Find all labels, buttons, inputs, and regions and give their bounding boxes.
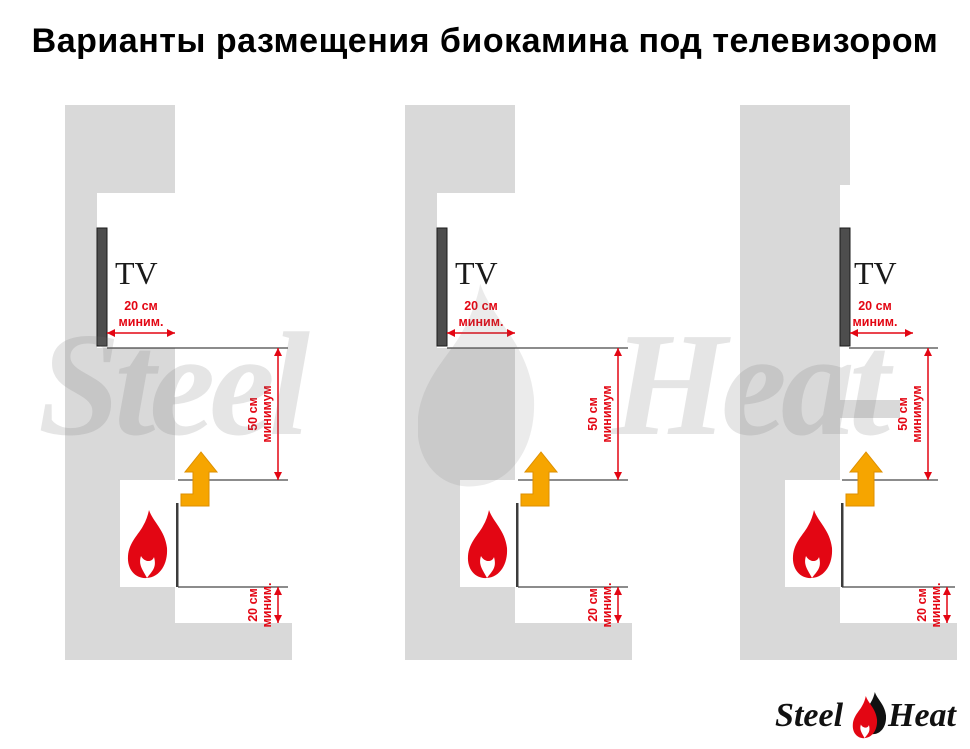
brand-logo: Steel Heat [775,691,956,741]
page-title: Варианты размещения биокамина под телеви… [31,22,939,60]
flame-icon [792,510,833,579]
dim-arrowhead [274,348,282,356]
dim-bottom-line2: миним. [929,583,943,628]
fireplace-glass [176,503,179,587]
fireplace [127,451,219,587]
dim-arrowhead [943,587,951,595]
dim-top-line2: миним. [853,315,898,329]
tv-label: TV [455,255,498,291]
dim-mid-line1: 50 см [246,397,260,431]
dim-bottom-line1: 20 см [586,588,600,622]
airflow-arrow-icon [180,451,219,507]
logo-flame-icon [852,692,887,739]
dim-mid-line2: минимум [260,385,274,442]
fireplace [792,451,884,587]
dim-arrowhead [905,329,913,337]
dim-mid-line2: минимум [600,385,614,442]
wall-profile [405,105,632,660]
diagram-variant-1: TV 20 см миним. 50 см минимум 20 см мини… [65,105,292,660]
tv-side-view [436,227,448,347]
logo-heat: Heat [888,697,956,734]
dim-arrowhead [274,587,282,595]
dim-mid-line1: 50 см [586,397,600,431]
tv-label: TV [115,255,158,291]
wall-profile [65,105,292,660]
dim-arrowhead [107,329,115,337]
dim-arrowhead [614,472,622,480]
dim-arrowhead [614,615,622,623]
dim-arrowhead [274,472,282,480]
airflow-arrow-icon [845,451,884,507]
flame-icon [467,510,508,579]
dim-mid-line1: 50 см [896,397,910,431]
tv-label: TV [854,255,897,291]
dim-top-line2: миним. [119,315,164,329]
logo-steel: Steel [775,697,844,734]
fireplace-glass [516,503,519,587]
tv-side-view [96,227,108,347]
dim-top-line1: 20 см [464,299,498,313]
dim-bottom-line2: миним. [260,583,274,628]
dim-arrowhead [924,348,932,356]
dim-top-line1: 20 см [858,299,892,313]
dim-arrowhead [447,329,455,337]
dim-arrowhead [924,472,932,480]
dim-top-line1: 20 см [124,299,158,313]
dim-arrowhead [614,587,622,595]
tv-side-view [839,227,851,347]
fireplace [467,451,559,587]
airflow-arrow-icon [520,451,559,507]
flame-icon [127,510,168,579]
dim-arrowhead [850,329,858,337]
dim-arrowhead [507,329,515,337]
dim-arrowhead [943,615,951,623]
dim-mid-line2: минимум [910,385,924,442]
dim-arrowhead [274,615,282,623]
dim-arrowhead [167,329,175,337]
diagram-variant-3: TV 20 см миним. 50 см минимум 20 см мини… [740,105,957,660]
dim-bottom-line2: миним. [600,583,614,628]
dim-bottom-line1: 20 см [915,588,929,622]
diagram-variant-2: TV 20 см миним. 50 см минимум 20 см мини… [405,105,632,660]
dim-top-line2: миним. [459,315,504,329]
wall-profile [740,105,957,660]
dim-arrowhead [614,348,622,356]
dim-bottom-line1: 20 см [246,588,260,622]
fireplace-glass [841,503,844,587]
